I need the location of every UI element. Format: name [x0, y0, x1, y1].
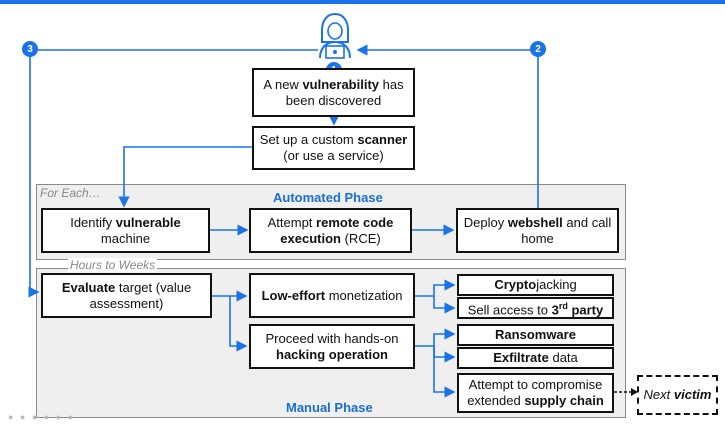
- step-badge-3: 3: [22, 41, 38, 57]
- vulnerability-discovered-box: A new vulnerability has been discovered: [252, 68, 415, 117]
- deploy-webshell-box: Deploy webshell and call home: [456, 208, 619, 253]
- supply-chain-box: Attempt to compromise extended supply ch…: [457, 373, 614, 413]
- top-accent-bar: [0, 0, 725, 4]
- cryptojacking-box: Cryptojacking: [457, 274, 614, 296]
- automated-phase-note: For Each…: [40, 186, 101, 200]
- step-badge-2: 2: [530, 41, 546, 57]
- identify-vulnerable-machine-box: Identify vulnerable machine: [41, 208, 210, 253]
- exfiltrate-data-box: Exfiltrate data: [457, 347, 614, 369]
- evaluate-target-box: Evaluate target (value assessment): [41, 273, 212, 318]
- low-effort-monetization-box: Low-effort monetization: [249, 273, 415, 318]
- hooded-hacker-icon: [319, 12, 351, 59]
- automated-phase-title: Automated Phase: [273, 190, 383, 205]
- manual-phase-note: Hours to Weeks: [68, 258, 158, 272]
- slide-footer-dots: ● ● ● ● ● ●: [8, 412, 76, 422]
- attempt-rce-box: Attempt remote code execution (RCE): [249, 208, 412, 253]
- hands-on-hacking-box: Proceed with hands-on hacking operation: [249, 324, 415, 369]
- manual-phase-title: Manual Phase: [286, 400, 373, 415]
- sell-access-box: Sell access to 3rd party: [457, 297, 614, 319]
- ransomware-box: Ransomware: [457, 324, 614, 346]
- custom-scanner-box: Set up a custom scanner (or use a servic…: [252, 126, 415, 170]
- next-victim-box: Next victim: [637, 375, 718, 415]
